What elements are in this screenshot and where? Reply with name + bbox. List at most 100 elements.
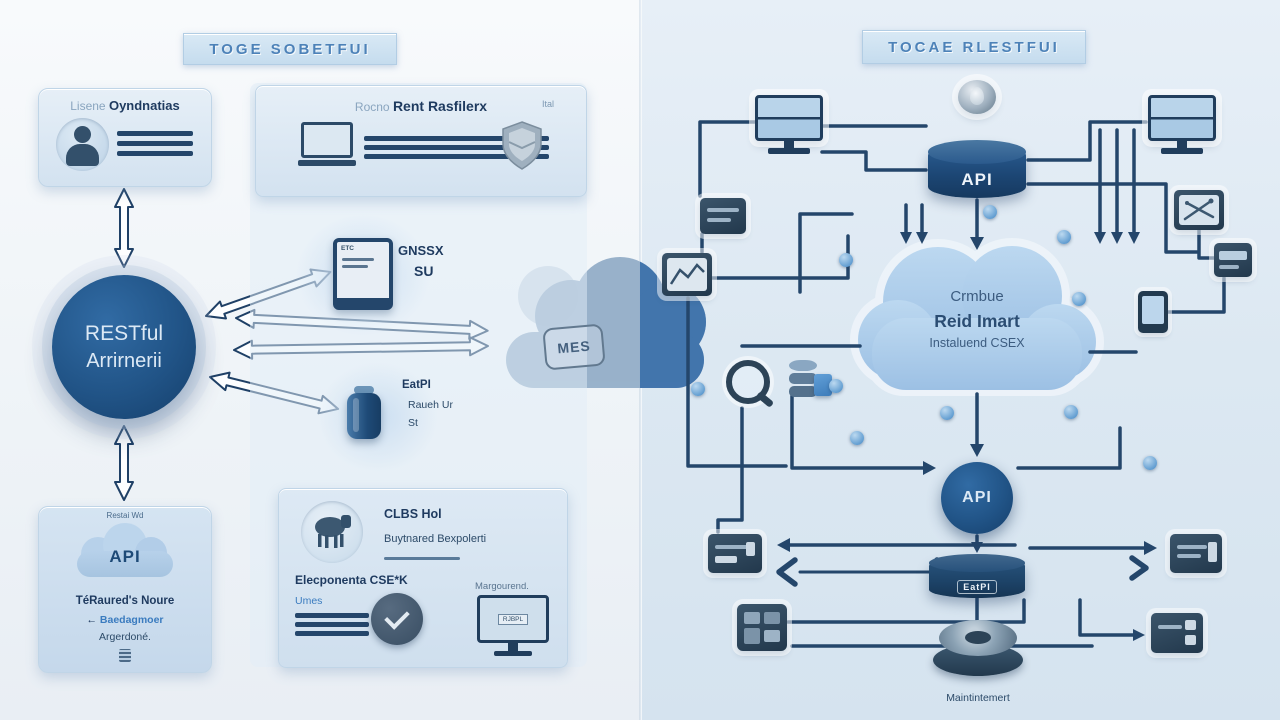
rest-routers-line [364,136,549,141]
left-title: TOGE SOBETFUI [209,40,371,58]
user-avatar-icon [56,118,109,171]
db-stack-disc [789,360,817,371]
db-stack-icon [789,360,817,402]
jar-body [347,393,381,439]
grid-device-icon [737,604,787,651]
api-gateway-card: Restai Wd API TéRaured's Noure ← Baedagm… [38,506,212,673]
device-item-line2: SU [414,263,434,279]
monitor-base [494,651,532,656]
api-cloud-label: API [109,547,141,566]
tablet-screen-text: ETC [341,245,354,252]
monitor-neck [1177,141,1187,148]
right-cloud-text: Crmbue Reid Imart Instaluend CSEX [878,288,1076,350]
api-card-line2-text: Baedagmoer [99,614,164,626]
db-item-line1: EatPI [402,379,431,391]
rest-routers-line [364,154,549,159]
terminal-screen [1219,251,1247,260]
tablet-icon: ETC [333,238,393,310]
laptop-base [298,160,356,166]
magnifier-icon [724,358,775,408]
components-card: CLBS Hol Buytnared Bexpolerti Elecponent… [278,488,568,668]
components-line [295,631,369,636]
components-underline [384,557,460,560]
user-card-line [117,151,193,156]
components-row-sublabel: Umes [295,595,323,607]
components-subtitle: Buytnared Bexpolerti [384,533,487,545]
api-cylinder: API [928,140,1026,198]
rest-routers-title-bold: Rent Rasfilerx [392,98,488,114]
connector-node [1143,456,1157,470]
connector-node [1064,405,1078,419]
router-slider [1208,542,1217,562]
eatpi-cylinder-label: EatPI [929,580,1025,594]
router-slider [746,542,755,556]
restful-architecture-node: RESTful Arrirnerii [52,275,196,419]
server-row [707,218,731,222]
gauge-glyph [1179,195,1219,225]
connector-node [829,379,843,393]
cow-glyph [315,515,351,548]
user-card-title: Lisene Oyndnatias [39,98,211,113]
monitor-top-right-icon [1148,95,1216,154]
connector-node [983,205,997,219]
monitor-top-left-icon [755,95,823,154]
checkmark-icon [371,593,423,645]
right-title: TOCAE RLESTFUI [888,38,1060,56]
connector-node [839,253,853,267]
avatar-body [66,144,99,166]
terminal-row [1219,265,1239,269]
panel-divider [639,0,642,720]
api-card-top-label: Restai Wd [106,511,144,520]
router-row [715,545,755,549]
cloud-base [77,551,173,577]
eatpi-cylinder: EatPI [929,554,1025,598]
monitor-screen [1148,95,1216,141]
right-cloud-line2: Reid Imart [934,311,1020,331]
left-arrow-glyph: ← [86,614,97,626]
device-row [1158,625,1182,629]
orb-icon [958,80,996,114]
database-jar-icon [345,386,383,442]
shield-icon [502,121,542,170]
monitor-base [768,148,810,154]
eatpi-label-text: EatPI [957,580,997,594]
monitor-base [1161,148,1203,154]
tablet-bezel [337,298,389,306]
device-chip [1185,635,1196,645]
cow-icon [301,501,363,563]
user-card-line [117,131,193,136]
user-card-title-prefix: Lisene [70,99,106,113]
server-row [707,208,739,212]
right-cloud-line3: Instaluend CSEX [929,336,1025,350]
router-row [1177,554,1201,558]
api-cylinder-label: API [961,170,993,189]
device-chip [1185,620,1196,630]
mes-badge: MES [542,323,606,371]
components-line [295,613,369,618]
eatpi-cylinder-top [929,554,1025,572]
connector-node [1057,230,1071,244]
phone-screen [1142,296,1164,324]
db-stack-disc [789,373,817,384]
api-card-line3: Argerdoné. [99,631,151,643]
connector-node [940,406,954,420]
grid-cell [744,628,760,644]
monitor-icon: RJBPL [477,595,549,656]
monitor-neck [784,141,794,148]
checkmark-glyph [384,603,410,630]
shield-label: Ital [541,99,554,109]
restful-line2: Arrirnerii [86,349,162,372]
laptop-screen [301,122,353,158]
db-item-line2: Raueh Ur [408,399,453,411]
jar-cap [354,386,374,394]
speaker-icon [933,620,1023,684]
rest-routers-title: Rocno Rent Rasfilerx [256,98,586,114]
db-stack-disc [789,386,817,397]
api-circle-node: API [941,462,1013,534]
qr-icon [119,649,131,662]
avatar-head [74,126,91,143]
api-card-line1: TéRaured's Noure [75,595,175,607]
monitor-screen: RJBPL [477,595,549,643]
jar-highlight [353,398,359,432]
